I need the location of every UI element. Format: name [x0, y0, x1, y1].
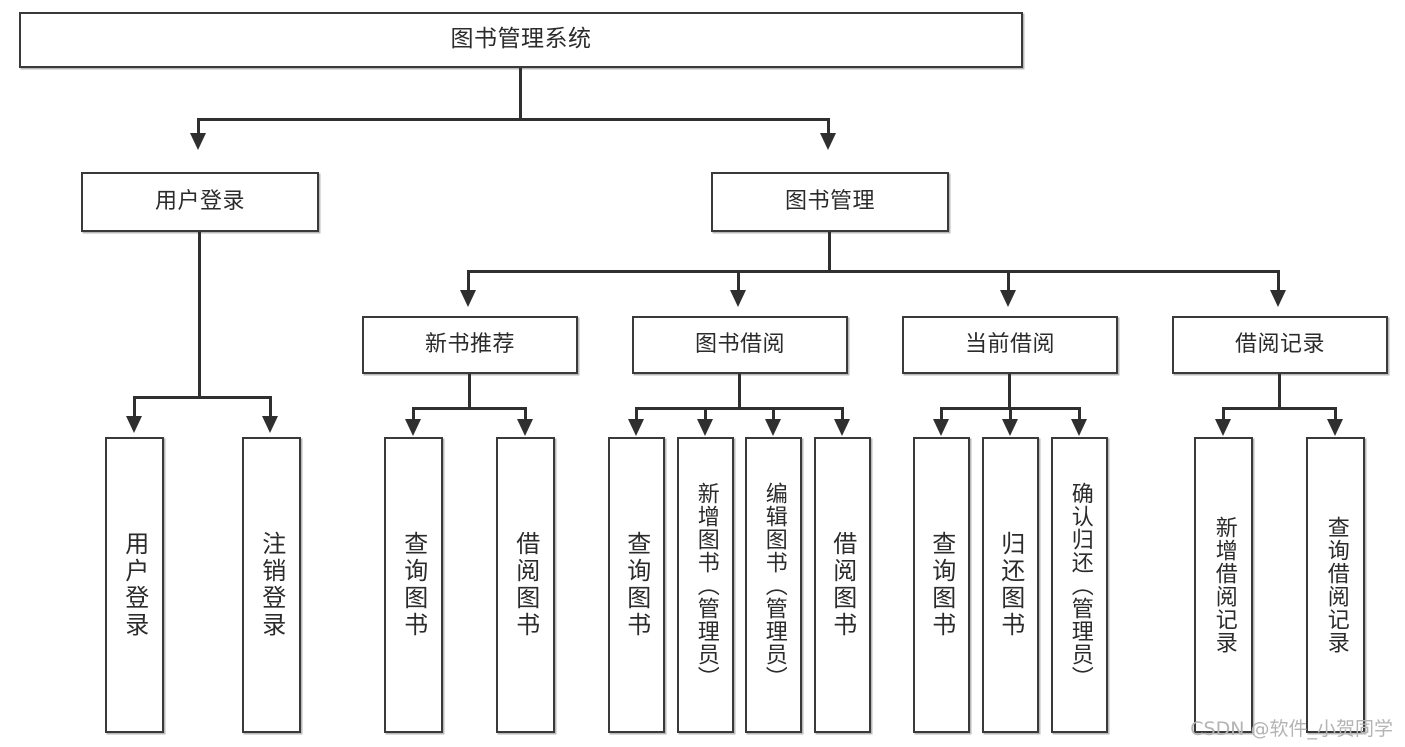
- node-label: 查询图书: [399, 531, 428, 639]
- node-label: 借阅图书: [511, 531, 540, 639]
- node-label: 用户登录: [154, 189, 245, 215]
- connector-root-to-user-login: [197, 118, 200, 137]
- leaf-book-borrow-borrow[interactable]: 借阅图书: [814, 437, 871, 733]
- arrowhead-leaf-current-borrow-1: [933, 419, 949, 436]
- node-label: 图书管理系统: [450, 26, 592, 53]
- arrowhead-level3-borrow-record: [1270, 290, 1286, 307]
- node-label: 用户登录: [120, 531, 149, 639]
- node-borrow-record[interactable]: 借阅记录: [1172, 316, 1388, 374]
- arrowhead-leaf-borrow-record-2: [1327, 419, 1343, 436]
- connector-book-borrow-drop-2: [704, 407, 707, 423]
- connector-current-borrow-drop-1: [940, 407, 943, 423]
- node-user-login[interactable]: 用户登录: [81, 172, 319, 232]
- leaf-borrow-record-add[interactable]: 新增借阅记录: [1194, 437, 1253, 733]
- leaf-book-borrow-edit-admin[interactable]: 编辑图书（管理员）: [745, 437, 802, 733]
- node-label: 新增借阅记录: [1211, 516, 1237, 654]
- connector-new-book-drop-2: [524, 407, 527, 423]
- connector-borrow-record-drop-2: [1334, 407, 1337, 423]
- arrowhead-leaf-new-book-1: [405, 419, 421, 436]
- arrowhead-leaf-book-borrow-1: [628, 419, 644, 436]
- connector-borrow-record-stem: [1278, 374, 1281, 409]
- connector-user-login-stem: [198, 232, 201, 398]
- arrowhead-leaf-borrow-record-1: [1215, 419, 1231, 436]
- connector-new-book-bar: [412, 407, 527, 410]
- arrowhead-leaf-user-login-1: [126, 416, 142, 433]
- node-label: 借阅图书: [828, 531, 857, 639]
- arrowhead-leaf-book-borrow-3: [765, 419, 781, 436]
- connector-borrow-record-drop-1: [1222, 407, 1225, 423]
- connector-book-mgmt-drop-1: [467, 270, 470, 294]
- arrowhead-level3-book-borrow: [730, 290, 746, 307]
- connector-borrow-record-bar: [1222, 407, 1337, 410]
- arrowhead-leaf-current-borrow-2: [1002, 419, 1018, 436]
- leaf-borrow-record-query[interactable]: 查询借阅记录: [1306, 437, 1365, 733]
- node-label: 图书借阅: [694, 332, 785, 358]
- node-label: 新书推荐: [424, 332, 515, 358]
- connector-book-borrow-drop-3: [772, 407, 775, 423]
- node-label: 注销登录: [257, 531, 286, 639]
- leaf-book-borrow-add-admin[interactable]: 新增图书（管理员）: [677, 437, 734, 733]
- connector-user-login-bar: [133, 396, 270, 399]
- connector-book-mgmt-drop-3: [1007, 270, 1010, 294]
- connector-root-stem: [519, 68, 522, 120]
- leaf-user-login-login[interactable]: 用户登录: [105, 437, 164, 733]
- arrowhead-leaf-user-login-2: [262, 416, 278, 433]
- connector-book-mgmt-stem: [828, 232, 831, 272]
- leaf-new-book-borrow[interactable]: 借阅图书: [496, 437, 555, 733]
- connector-new-book-drop-1: [412, 407, 415, 423]
- node-label: 确认归还（管理员）: [1067, 481, 1093, 689]
- node-label: 查询图书: [927, 531, 956, 639]
- connector-new-book-stem: [468, 374, 471, 409]
- arrowhead-leaf-new-book-2: [517, 419, 533, 436]
- arrowhead-user-login: [190, 133, 206, 150]
- connector-book-borrow-stem: [738, 374, 741, 409]
- arrowhead-leaf-book-borrow-4: [834, 419, 850, 436]
- connector-book-borrow-bar: [635, 407, 844, 410]
- leaf-user-login-logout[interactable]: 注销登录: [242, 437, 301, 733]
- node-label: 查询图书: [622, 531, 651, 639]
- arrowhead-book-mgmt: [820, 133, 836, 150]
- node-new-book-recommend[interactable]: 新书推荐: [362, 316, 578, 374]
- connector-book-mgmt-bar: [467, 270, 1280, 273]
- node-label: 当前借阅: [964, 332, 1055, 358]
- arrowhead-leaf-current-borrow-3: [1071, 419, 1087, 436]
- connector-user-login-drop-1: [133, 396, 136, 420]
- node-label: 查询借阅记录: [1323, 516, 1349, 654]
- connector-book-mgmt-drop-4: [1277, 270, 1280, 294]
- node-book-borrow[interactable]: 图书借阅: [632, 316, 848, 374]
- connector-current-borrow-stem: [1008, 374, 1011, 409]
- leaf-current-borrow-query[interactable]: 查询图书: [913, 437, 970, 733]
- connector-user-login-drop-2: [269, 396, 272, 420]
- connector-book-borrow-drop-1: [635, 407, 638, 423]
- node-current-borrow[interactable]: 当前借阅: [902, 316, 1118, 374]
- arrowhead-level3-new-book: [460, 290, 476, 307]
- node-label: 图书管理: [784, 189, 875, 215]
- leaf-current-borrow-confirm-admin[interactable]: 确认归还（管理员）: [1051, 437, 1108, 733]
- node-label: 编辑图书（管理员）: [761, 481, 787, 689]
- leaf-new-book-query[interactable]: 查询图书: [384, 437, 443, 733]
- node-label: 借阅记录: [1234, 332, 1325, 358]
- leaf-book-borrow-query[interactable]: 查询图书: [608, 437, 665, 733]
- arrowhead-leaf-book-borrow-2: [697, 419, 713, 436]
- node-label: 新增图书（管理员）: [693, 481, 719, 689]
- leaf-current-borrow-return[interactable]: 归还图书: [982, 437, 1039, 733]
- connector-root-to-book-mgmt: [827, 118, 830, 137]
- connector-current-borrow-drop-3: [1078, 407, 1081, 423]
- arrowhead-level3-current-borrow: [1000, 290, 1016, 307]
- connector-current-borrow-drop-2: [1009, 407, 1012, 423]
- connector-book-mgmt-drop-2: [737, 270, 740, 294]
- node-book-management[interactable]: 图书管理: [711, 172, 949, 232]
- node-label: 归还图书: [996, 531, 1025, 639]
- connector-book-borrow-drop-4: [841, 407, 844, 423]
- node-root-system[interactable]: 图书管理系统: [19, 12, 1023, 68]
- connector-root-bar: [197, 118, 830, 121]
- watermark-text: CSDN @软件_小贺同学: [1190, 718, 1393, 740]
